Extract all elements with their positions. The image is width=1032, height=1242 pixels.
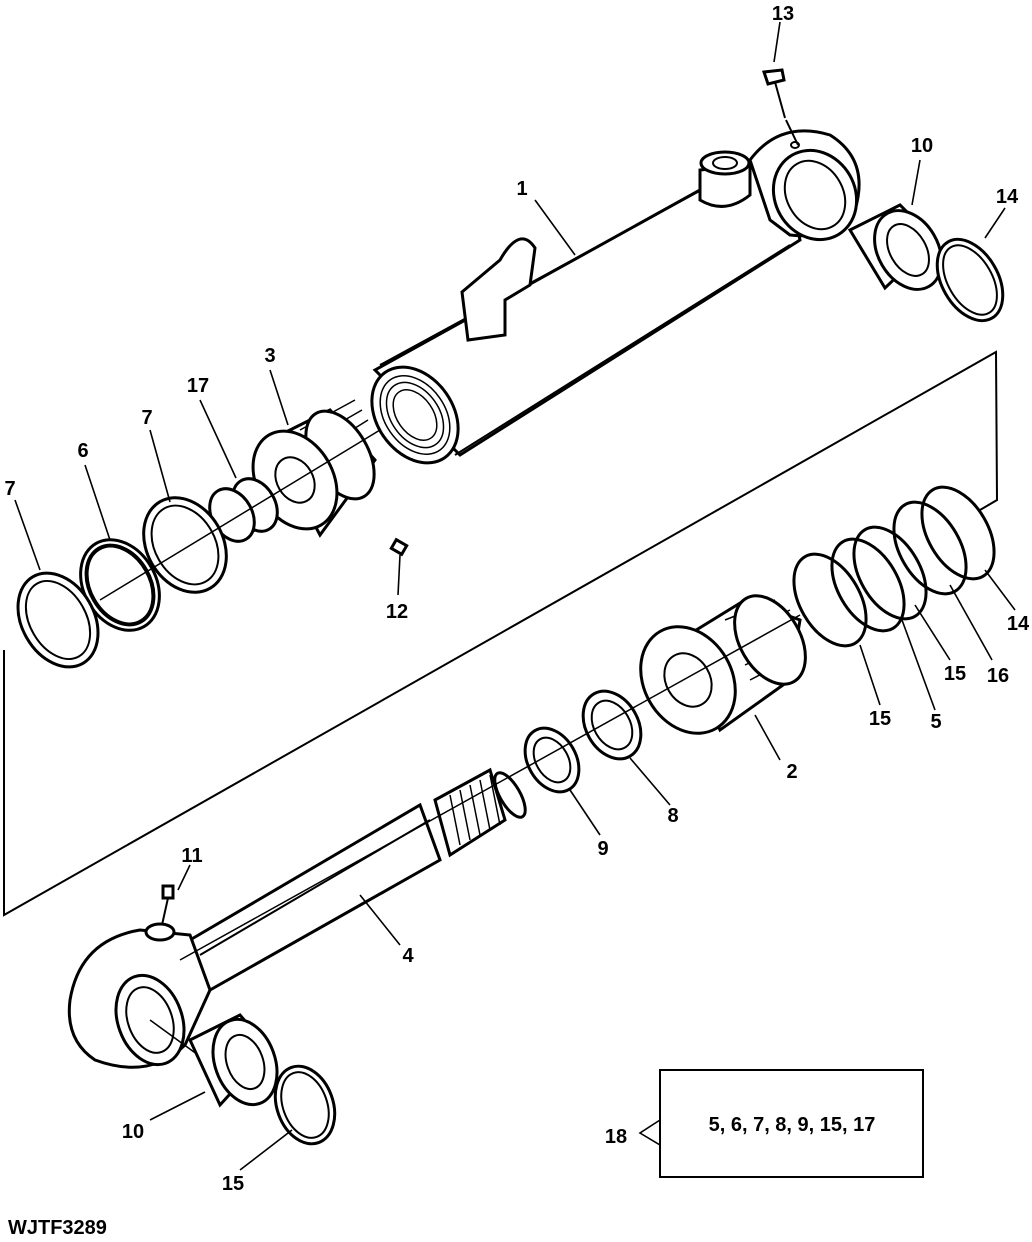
- axis-line-upper: [99, 429, 381, 601]
- callout-10-lower: 10: [122, 1121, 144, 1143]
- callout-labels: 13 1 10 14 3 17 7 6 7 12 14 15 16 15 5 2…: [4, 3, 1030, 1195]
- callout-2: 2: [786, 761, 797, 783]
- sleeve: [208, 477, 279, 543]
- gland-upper: [251, 399, 377, 538]
- callout-15-left: 15: [869, 708, 891, 730]
- callout-15-right: 14: [1007, 613, 1030, 635]
- wiper-ring-a: [142, 496, 228, 594]
- kit-box: 5, 6, 7, 8, 9, 15, 17: [638, 1069, 924, 1178]
- callout-5: 5: [930, 711, 941, 733]
- callout-15-mid: 15: [944, 663, 966, 685]
- grease-fitting-rod: [161, 884, 175, 926]
- spacer-8: [581, 689, 643, 761]
- snap-ring-lower: [273, 1064, 337, 1146]
- callout-4: 4: [402, 945, 414, 967]
- callout-12: 12: [386, 601, 408, 623]
- callout-1: 1: [516, 178, 527, 200]
- set-screw: [389, 537, 409, 557]
- grease-fitting-top: [761, 68, 800, 149]
- cylinder-barrel: [370, 129, 861, 465]
- callout-7-right: 7: [141, 407, 152, 429]
- axis-line-lower: [179, 614, 801, 961]
- callout-7-left: 7: [4, 478, 15, 500]
- leader-lines: [14, 21, 1016, 1171]
- callout-6: 6: [77, 440, 88, 462]
- figure-id: WJTF3289: [8, 1217, 107, 1239]
- callout-13: 13: [772, 3, 794, 25]
- callout-18: 18: [605, 1126, 627, 1148]
- group-boundary: [3, 350, 999, 917]
- callout-14-lower: 15: [222, 1173, 244, 1195]
- piston-rod: [67, 767, 527, 1069]
- kit-contents: 5, 6, 7, 8, 9, 15, 17: [709, 1114, 876, 1136]
- callout-3: 3: [264, 345, 275, 367]
- piston: [639, 594, 807, 735]
- bushing-upper: [847, 203, 943, 291]
- callout-11: 11: [181, 845, 202, 867]
- wiper-ring-b: [16, 571, 100, 669]
- callout-14-upper: 14: [996, 186, 1019, 208]
- callout-9: 9: [597, 838, 608, 860]
- callout-8: 8: [667, 805, 678, 827]
- callout-16: 17: [187, 375, 209, 397]
- callout-17: 16: [987, 665, 1009, 687]
- piston-rings: [792, 485, 996, 648]
- callout-10-upper: 10: [911, 135, 933, 157]
- seal-9: [523, 726, 581, 794]
- snap-ring-upper: [935, 237, 1005, 323]
- bushing-lower: [188, 1013, 279, 1108]
